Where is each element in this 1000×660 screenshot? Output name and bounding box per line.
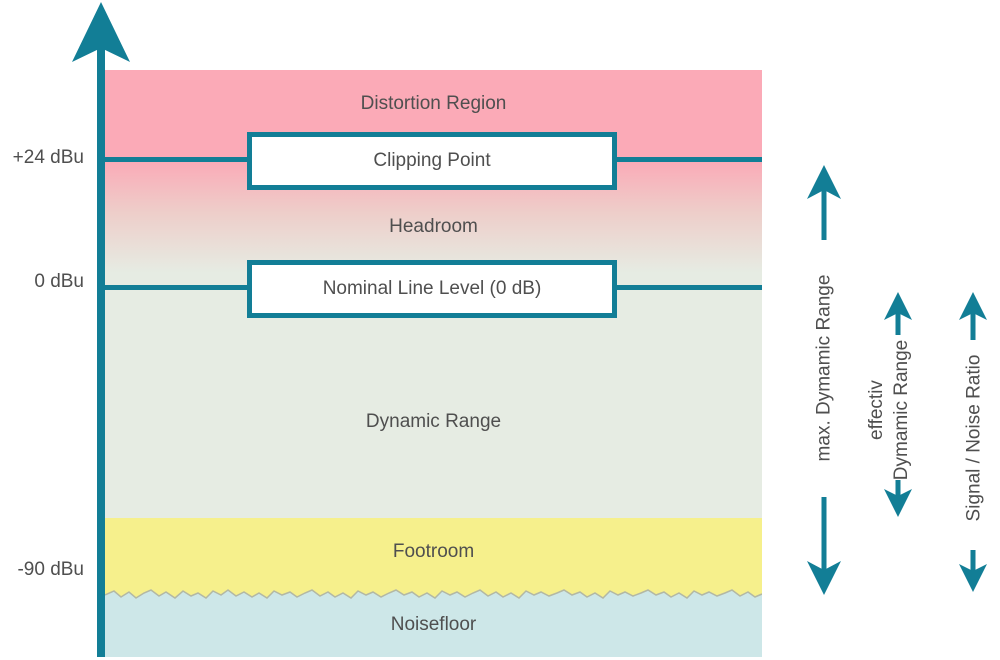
- footroom-label: Footroom: [392, 541, 475, 562]
- noisefloor-label: Noisefloor: [390, 614, 477, 635]
- level-axis-line: [97, 30, 105, 657]
- range-arrows-graphic: [807, 165, 987, 595]
- headroom-label: Headroom: [389, 216, 478, 237]
- effective-dynamic-range-label-line2: Dymamic Range: [891, 339, 912, 481]
- clipping-point-label: Clipping Point: [373, 150, 491, 171]
- nominal-line-level-label: Nominal Line Level (0 dB): [322, 278, 542, 299]
- max-range-up-arrow-icon: [807, 165, 841, 199]
- dynamic-range-label: Dynamic Range: [365, 411, 502, 432]
- nominal-line-level-box: Nominal Line Level (0 dB): [247, 260, 617, 318]
- nominal-level-line-left: [105, 285, 250, 290]
- nominal-level-line-right: [614, 285, 762, 290]
- max-dynamic-range-label: max. Dymamic Range: [813, 274, 835, 462]
- clipping-level-line-left: [105, 157, 250, 162]
- tick-plus24-dbu: +24 dBu: [12, 147, 84, 168]
- effective-dynamic-range-label: effectiv Dymamic Range: [864, 340, 914, 480]
- tick-zero-dbu: 0 dBu: [34, 271, 84, 292]
- tick-minus90-dbu: -90 dBu: [17, 559, 84, 580]
- signal-noise-ratio-label: Signal / Noise Ratio: [963, 354, 985, 522]
- effective-range-down-arrow-icon: [884, 489, 912, 517]
- effective-dynamic-range-label-line1: effectiv: [866, 380, 887, 440]
- snr-up-arrow-icon: [959, 292, 987, 320]
- distortion-region-label: Distortion Region: [360, 93, 507, 114]
- clipping-level-line-right: [614, 157, 762, 162]
- axis-up-arrow-icon: [72, 2, 130, 62]
- max-range-down-arrow-icon: [807, 561, 841, 595]
- clipping-point-box: Clipping Point: [247, 132, 617, 190]
- footroom-noisefloor-graphic: [105, 518, 762, 657]
- snr-down-arrow-icon: [959, 564, 987, 592]
- effective-range-up-arrow-icon: [884, 292, 912, 320]
